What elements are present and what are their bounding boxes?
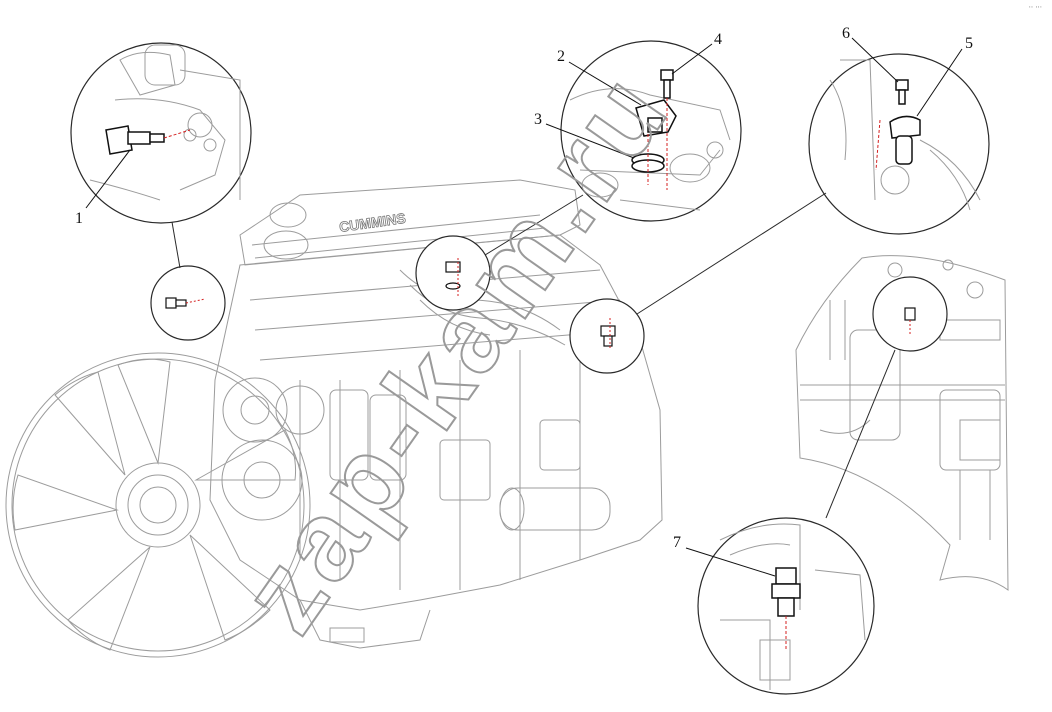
callout-4: 4 xyxy=(714,31,722,48)
bolt-part-6 xyxy=(895,79,909,105)
locator-circle-2-3-4 xyxy=(415,235,491,311)
detail-1-content xyxy=(89,44,241,201)
engine-block-drawing xyxy=(5,179,663,658)
callout-1: 1 xyxy=(75,210,83,227)
callout-7: 7 xyxy=(673,534,681,551)
callout-leaders xyxy=(85,37,963,577)
callout-labels: 1 2 3 4 5 6 7 xyxy=(75,25,973,551)
detail-5-6-dash xyxy=(875,119,881,171)
callout-5: 5 xyxy=(965,35,973,52)
callout-6: 6 xyxy=(842,25,850,42)
detail-5-6-content xyxy=(829,59,981,211)
locator-mini-parts xyxy=(165,261,916,347)
engine-plate-text: CUMMINS xyxy=(338,210,406,235)
oil-filter xyxy=(329,389,369,481)
callout-2: 2 xyxy=(557,48,565,65)
starter-motor xyxy=(499,487,611,531)
pulley-lower xyxy=(221,439,303,521)
callout-3: 3 xyxy=(534,111,542,128)
cooling-fan xyxy=(5,352,311,658)
detail-2-3-4-content xyxy=(569,88,731,211)
sensor-part-2 xyxy=(635,99,677,137)
pulley-upper xyxy=(222,377,288,443)
speed-sensor-part-5 xyxy=(889,115,921,165)
corner-mark: ∙∙ ∙∙∙ xyxy=(1028,2,1042,11)
detail-7-content xyxy=(719,523,866,690)
locator-mini-dashes xyxy=(185,258,911,350)
oil-pan xyxy=(299,599,431,649)
temperature-sensor-part-1 xyxy=(105,125,191,155)
detail-circle-1 xyxy=(70,42,252,224)
leader-lines xyxy=(171,192,896,519)
detail-2-3-4-dashes xyxy=(647,98,668,190)
